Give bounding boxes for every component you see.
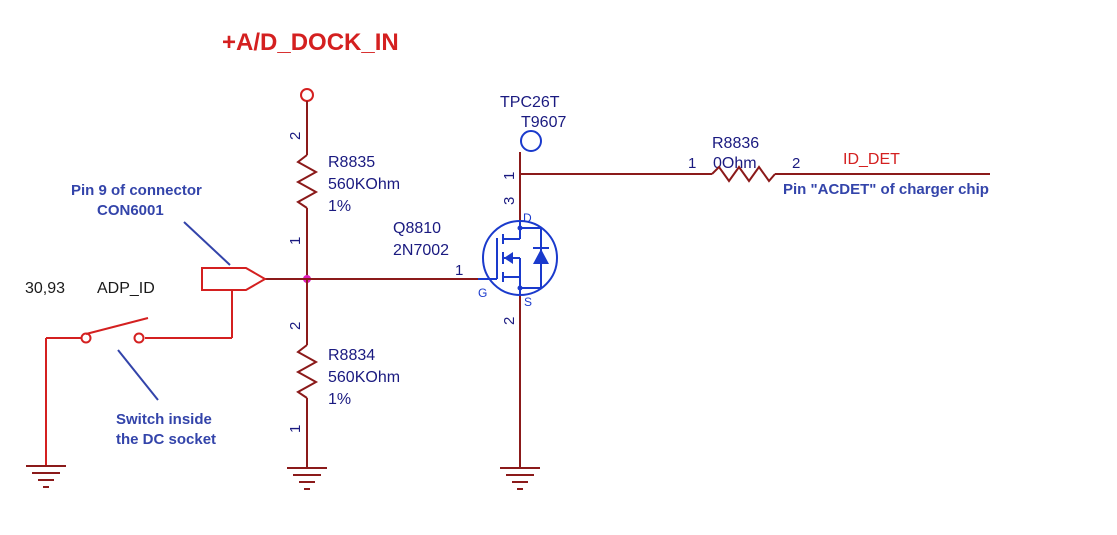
r8834-resistor: [295, 279, 319, 468]
connector-note-line1: Pin 9 of connector: [71, 182, 202, 199]
drain-net-wire: [519, 152, 712, 220]
r8834-pin-top: 2: [287, 322, 304, 330]
mosfet-drain-dot: [517, 225, 523, 231]
mosfet-ref: Q8810: [393, 220, 441, 237]
r8834-pin-bottom: 1: [287, 425, 304, 433]
ground-symbol-mosfet: [500, 467, 540, 490]
mosfet-source-pin: 2: [501, 317, 518, 325]
r8835-ref: R8835: [328, 154, 375, 171]
mosfet-source-dot: [517, 285, 523, 291]
id-det-net-label: ID_DET: [843, 151, 900, 168]
mosfet-part: 2N7002: [393, 242, 449, 259]
connector-note-line2: CON6001: [97, 202, 164, 219]
r8835-pin-bottom: 1: [287, 237, 304, 245]
r8834-value: 560KOhm: [328, 369, 400, 386]
switch-note-line2: the DC socket: [116, 431, 216, 448]
testpoint-pin: 1: [501, 172, 518, 180]
r8835-value: 560KOhm: [328, 176, 400, 193]
r8836-pin-right: 2: [792, 155, 800, 172]
connector-pin-symbol: [145, 267, 267, 339]
mosfet-source-label: S: [524, 295, 532, 309]
mosfet-drain-label: D: [523, 211, 532, 225]
mosfet-body-arrow: [504, 252, 513, 264]
mosfet-gate-pin: 1: [455, 262, 463, 279]
r8834-ref: R8834: [328, 347, 375, 364]
r8836-value: 0Ohm: [713, 155, 757, 172]
r8836-resistor: [711, 165, 990, 183]
r8834-tolerance: 1%: [328, 391, 351, 408]
sheet-ref: 30,93: [25, 280, 65, 297]
r8835-tolerance: 1%: [328, 198, 351, 215]
switch-note-line1: Switch inside: [116, 411, 212, 428]
r8835-pin-top: 2: [287, 132, 304, 140]
mosfet-diode-triangle: [533, 249, 549, 264]
acdet-note: Pin "ACDET" of charger chip: [783, 181, 989, 198]
dc-socket-switch: [45, 317, 149, 465]
r8836-pin-left: 1: [688, 155, 696, 172]
mosfet-drain-pin: 3: [501, 197, 518, 205]
ground-symbol-r8834: [287, 467, 327, 490]
adp-id-net-label: ADP_ID: [97, 280, 155, 297]
rail-terminal-symbol: [300, 88, 314, 155]
r8835-resistor: [295, 154, 319, 278]
r8836-ref: R8836: [712, 135, 759, 152]
ground-symbol-switch: [26, 465, 66, 488]
power-rail-label: +A/D_DOCK_IN: [222, 29, 399, 56]
switch-note-leader: [117, 349, 159, 401]
testpoint-ref: T9607: [521, 114, 566, 131]
testpoint-circle: [520, 130, 542, 152]
connector-note-leader: [183, 221, 231, 266]
testpoint-type: TPC26T: [500, 94, 560, 111]
mosfet-gate-label: G: [478, 286, 487, 300]
